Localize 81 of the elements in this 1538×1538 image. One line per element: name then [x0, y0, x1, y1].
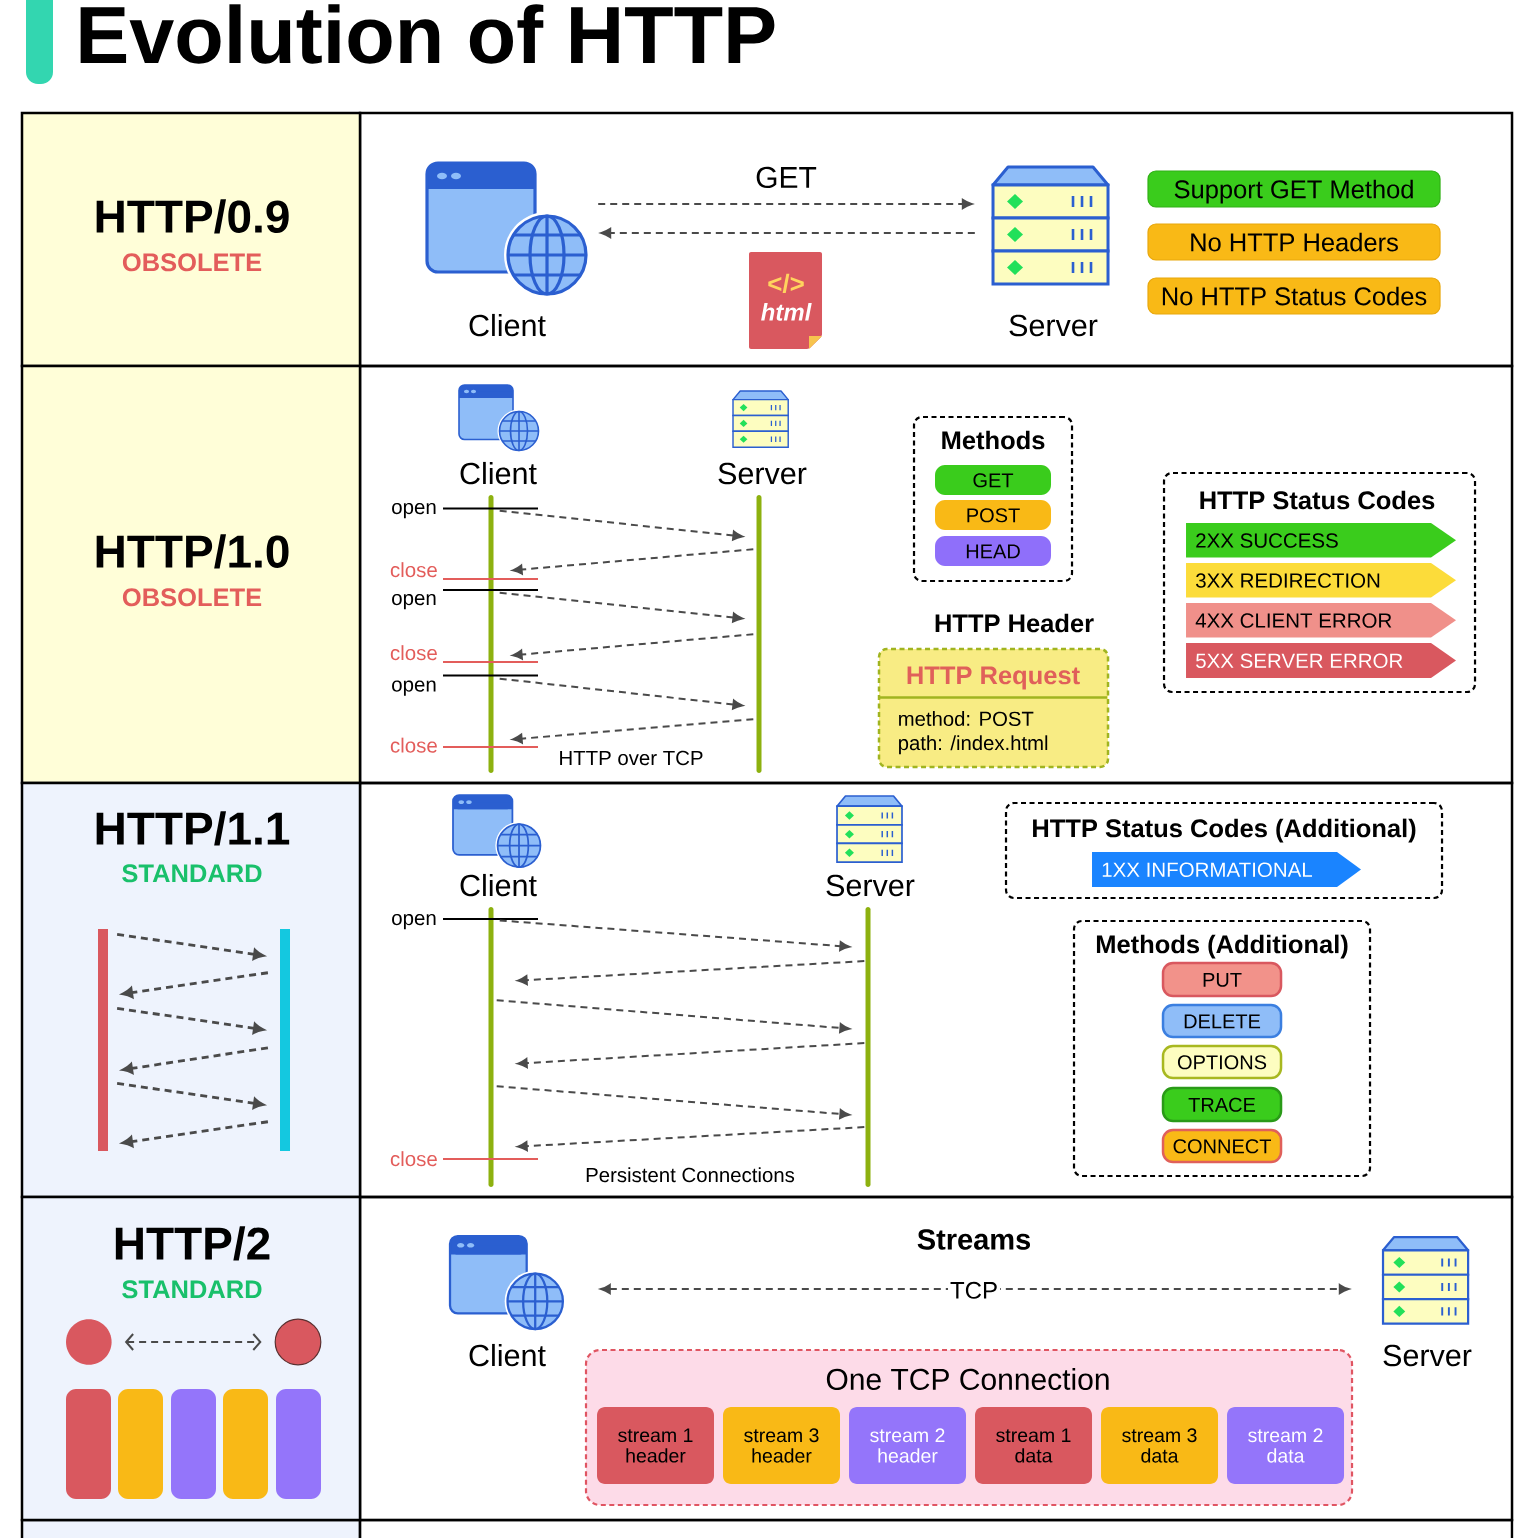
event-label: close — [390, 737, 437, 753]
vertical-bar — [98, 929, 108, 1151]
node-label: Client — [469, 313, 546, 337]
event-label: open — [392, 594, 436, 610]
event-label: open — [392, 914, 436, 930]
version-cell: HTTP/0.9 OBSOLETE — [20, 111, 362, 368]
status-banner: 4XX CLIENT ERROR — [1186, 603, 1456, 638]
arrow — [512, 548, 755, 575]
arrow — [495, 999, 850, 1034]
status-banner: 5XX SERVER ERROR — [1186, 643, 1456, 678]
rounded-bar — [66, 1389, 111, 1499]
rounded-bar — [171, 1389, 216, 1499]
arrow — [116, 1006, 264, 1034]
double-arrow — [124, 1333, 262, 1351]
event-label: close — [390, 562, 437, 578]
arrow — [498, 677, 743, 710]
arrow — [512, 718, 755, 744]
node-label: Client — [469, 1343, 546, 1367]
rounded-bar — [276, 1389, 321, 1499]
lifeline — [488, 495, 494, 773]
method-pill: TRACE — [1161, 1086, 1283, 1123]
node-label: Client — [460, 461, 537, 485]
arrow — [116, 1081, 264, 1109]
arrow — [517, 1126, 866, 1152]
arrow — [600, 227, 976, 239]
feature-badge: No HTTP Status Codes — [1147, 277, 1441, 315]
node-label: HTTP Header — [935, 613, 1094, 633]
lifeline — [756, 495, 762, 773]
node-label: Server — [1009, 314, 1098, 337]
section-heading: Streams — [917, 1229, 1031, 1250]
stream-box: stream 1 data — [975, 1407, 1092, 1484]
stream-box: stream 3 data — [1101, 1407, 1218, 1484]
rounded-bar — [118, 1389, 163, 1499]
arrow — [512, 633, 755, 660]
method-pill: OPTIONS — [1161, 1044, 1283, 1080]
version-cell: HTTP/1.0 OBSOLETE — [20, 364, 362, 785]
rounded-bar — [223, 1389, 268, 1499]
edge-label: GET — [753, 164, 819, 190]
arrow — [122, 1046, 269, 1074]
vertical-bar — [280, 929, 290, 1151]
title: Evolution of HTTP — [80, 4, 775, 64]
event-label: open — [392, 680, 436, 696]
circle-marker — [274, 1318, 322, 1366]
arrow — [517, 960, 866, 986]
node-label: Server — [1383, 1344, 1472, 1367]
method-pill: POST — [935, 500, 1051, 530]
method-pill: PUT — [1161, 961, 1283, 998]
node-label: Client — [460, 873, 537, 897]
arrow — [517, 1042, 866, 1069]
arrow — [498, 591, 743, 623]
event-label: open — [392, 503, 436, 519]
stream-box: stream 1 header — [597, 1407, 714, 1484]
stream-box: stream 2 data — [1227, 1407, 1344, 1484]
status-banner: 1XX INFORMATIONAL — [1092, 852, 1361, 887]
edge-label: TCP — [948, 1279, 1000, 1301]
caption: Persistent Connections — [586, 1167, 795, 1183]
stream-box: stream 2 header — [849, 1407, 966, 1484]
request-card: HTTP Header HTTP Request method: POST path: /index.html — [877, 613, 1110, 769]
arrow — [498, 919, 850, 952]
status-banner: 2XX SUCCESS — [1186, 523, 1456, 558]
feature-badge: Support GET Method — [1147, 170, 1441, 208]
method-pill: GET — [935, 465, 1051, 495]
arrow — [597, 198, 973, 210]
caption: HTTP over TCP — [560, 750, 703, 766]
node-label: Server — [826, 874, 915, 897]
circle-marker — [66, 1319, 112, 1365]
double-arrow — [600, 1283, 1350, 1295]
status-banner: 3XX REDIRECTION — [1186, 563, 1456, 598]
arrow — [498, 509, 743, 541]
method-pill: CONNECT — [1161, 1128, 1283, 1164]
event-label: close — [390, 1151, 437, 1167]
event-label: close — [390, 645, 437, 661]
lifeline — [865, 907, 871, 1187]
node-label: Server — [718, 462, 807, 485]
arrow — [495, 1085, 850, 1120]
stream-box: stream 3 header — [723, 1407, 840, 1484]
method-pill: HEAD — [935, 536, 1051, 566]
feature-badge: No HTTP Headers — [1147, 223, 1441, 261]
method-pill: DELETE — [1161, 1003, 1283, 1039]
arrow — [116, 932, 264, 960]
lifeline — [488, 907, 494, 1187]
